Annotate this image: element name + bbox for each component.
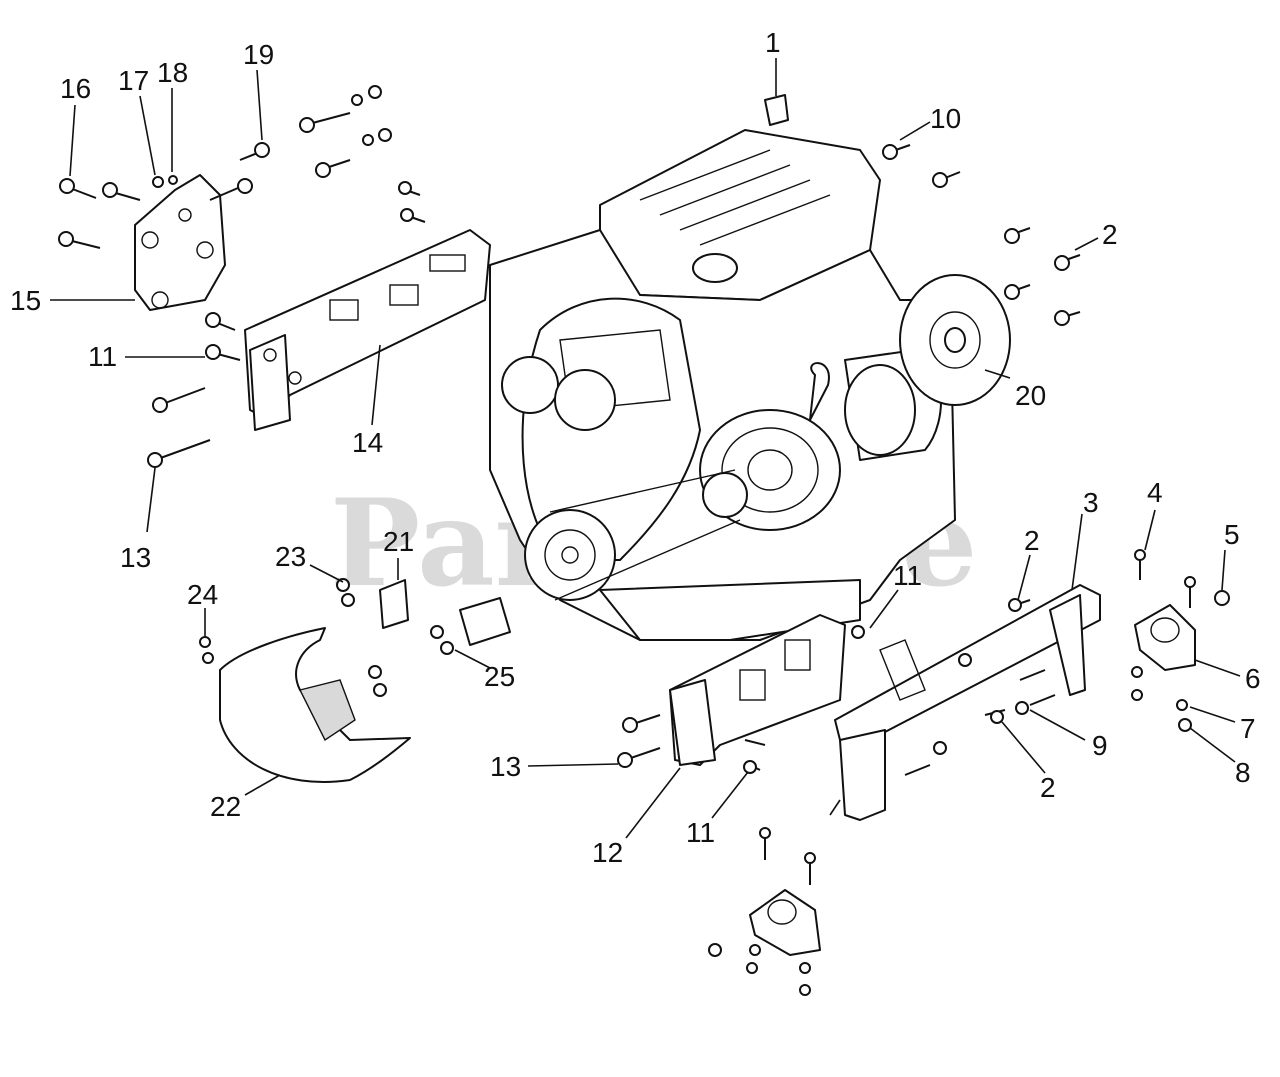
small-fasteners xyxy=(199,578,454,697)
callout-5[interactable]: 5 xyxy=(1224,519,1240,550)
callout-4[interactable]: 4 xyxy=(1147,477,1163,508)
rubber-mount-bottom[interactable] xyxy=(749,889,821,956)
callout-1[interactable]: 1 xyxy=(765,27,781,58)
callout-13a[interactable]: 13 xyxy=(120,542,151,573)
callout-11a[interactable]: 11 xyxy=(88,341,117,372)
cover-plate-25[interactable] xyxy=(459,597,511,646)
callout-19[interactable]: 19 xyxy=(243,39,274,70)
callout-21[interactable]: 21 xyxy=(383,526,414,557)
engine-block[interactable] xyxy=(489,129,956,641)
callout-22[interactable]: 22 xyxy=(210,791,241,822)
callout-9[interactable]: 9 xyxy=(1092,730,1108,761)
callout-24[interactable]: 24 xyxy=(187,579,218,610)
engine-lift-bracket[interactable] xyxy=(134,174,226,311)
callout-10[interactable]: 10 xyxy=(930,103,961,134)
callout-25[interactable]: 25 xyxy=(484,661,515,692)
loose-bolts-group xyxy=(58,85,1081,468)
callout-13b[interactable]: 13 xyxy=(490,751,521,782)
rubber-mount-6[interactable] xyxy=(1134,604,1196,671)
right-engine-bracket[interactable] xyxy=(669,614,846,766)
callout-2b[interactable]: 2 xyxy=(1024,525,1040,556)
callout-15[interactable]: 15 xyxy=(10,285,41,316)
flywheel-adapter[interactable] xyxy=(899,274,1011,406)
callout-23[interactable]: 23 xyxy=(275,541,306,572)
callout-labels: 1 2 2 2 3 4 5 6 7 8 9 10 11 11 11 12 13 … xyxy=(10,27,1261,868)
callout-12[interactable]: 12 xyxy=(592,837,623,868)
callout-2c[interactable]: 2 xyxy=(1040,772,1056,803)
callout-20[interactable]: 20 xyxy=(1015,380,1046,411)
callout-2a[interactable]: 2 xyxy=(1102,219,1118,250)
callout-11c[interactable]: 11 xyxy=(686,817,715,848)
callout-14[interactable]: 14 xyxy=(352,427,383,458)
cover-plate-21[interactable] xyxy=(379,579,409,629)
callout-17[interactable]: 17 xyxy=(118,65,149,96)
callout-3[interactable]: 3 xyxy=(1083,487,1099,518)
callout-7[interactable]: 7 xyxy=(1240,713,1256,744)
frame-fasteners xyxy=(617,549,1230,996)
callout-11b[interactable]: 11 xyxy=(893,560,922,591)
callout-18[interactable]: 18 xyxy=(157,57,188,88)
callout-16[interactable]: 16 xyxy=(60,73,91,104)
callout-8[interactable]: 8 xyxy=(1235,757,1251,788)
heat-shield[interactable] xyxy=(219,627,411,783)
callout-6[interactable]: 6 xyxy=(1245,663,1261,694)
leader-lines xyxy=(50,58,1241,839)
left-engine-bracket[interactable] xyxy=(244,229,491,431)
